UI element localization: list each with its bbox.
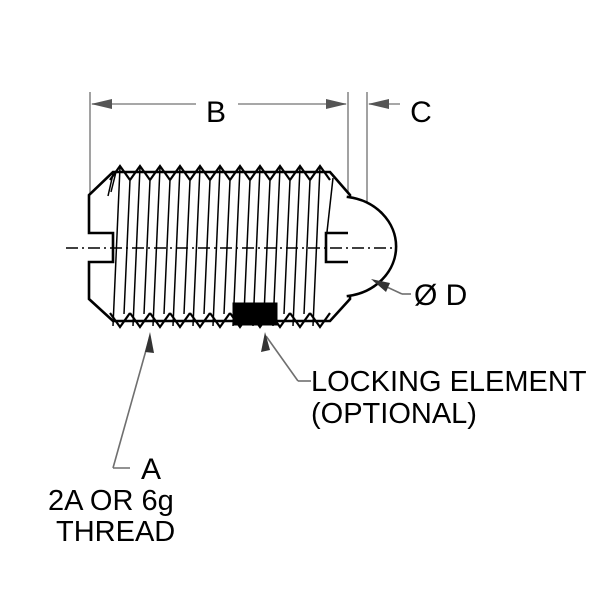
dimension-b: B <box>91 96 347 129</box>
diameter-d-label: Ø D <box>414 279 467 312</box>
locking-leader-arrowhead <box>261 332 270 352</box>
dimension-b-label: B <box>206 96 226 129</box>
dimension-c-label: C <box>410 96 432 129</box>
diameter-d-callout: Ø D <box>371 279 467 312</box>
thread-note-line-1: 2A OR 6g <box>48 485 174 517</box>
dimension-c-arrow-left <box>368 99 389 109</box>
part-body <box>66 164 398 329</box>
locking-element-text-line-1: LOCKING ELEMENT <box>311 366 587 398</box>
locking-element-callout: LOCKING ELEMENT (OPTIONAL) <box>261 332 587 430</box>
dimension-c: C <box>368 96 432 129</box>
locking-element-text-line-2: (OPTIONAL) <box>311 398 477 430</box>
ball-nose-arc <box>346 195 398 298</box>
diameter-d-arrowhead <box>371 279 390 292</box>
thread-callout-label: A <box>141 453 161 486</box>
thread-note-line-2: THREAD <box>56 516 175 548</box>
locking-element-block <box>232 302 278 326</box>
thread-runout-left <box>107 171 117 197</box>
thread-leader-arrowhead <box>145 332 154 353</box>
thread-callout: A 2A OR 6g THREAD <box>48 332 175 548</box>
dimension-b-arrow-left <box>91 99 112 109</box>
dimension-b-arrow-right <box>326 99 347 109</box>
locking-leader-line <box>265 335 299 382</box>
thread-crests-top <box>109 164 331 181</box>
thread-leader-line <box>112 335 151 469</box>
thread-flank-lines <box>112 166 321 327</box>
thread-runout-right <box>326 177 334 233</box>
